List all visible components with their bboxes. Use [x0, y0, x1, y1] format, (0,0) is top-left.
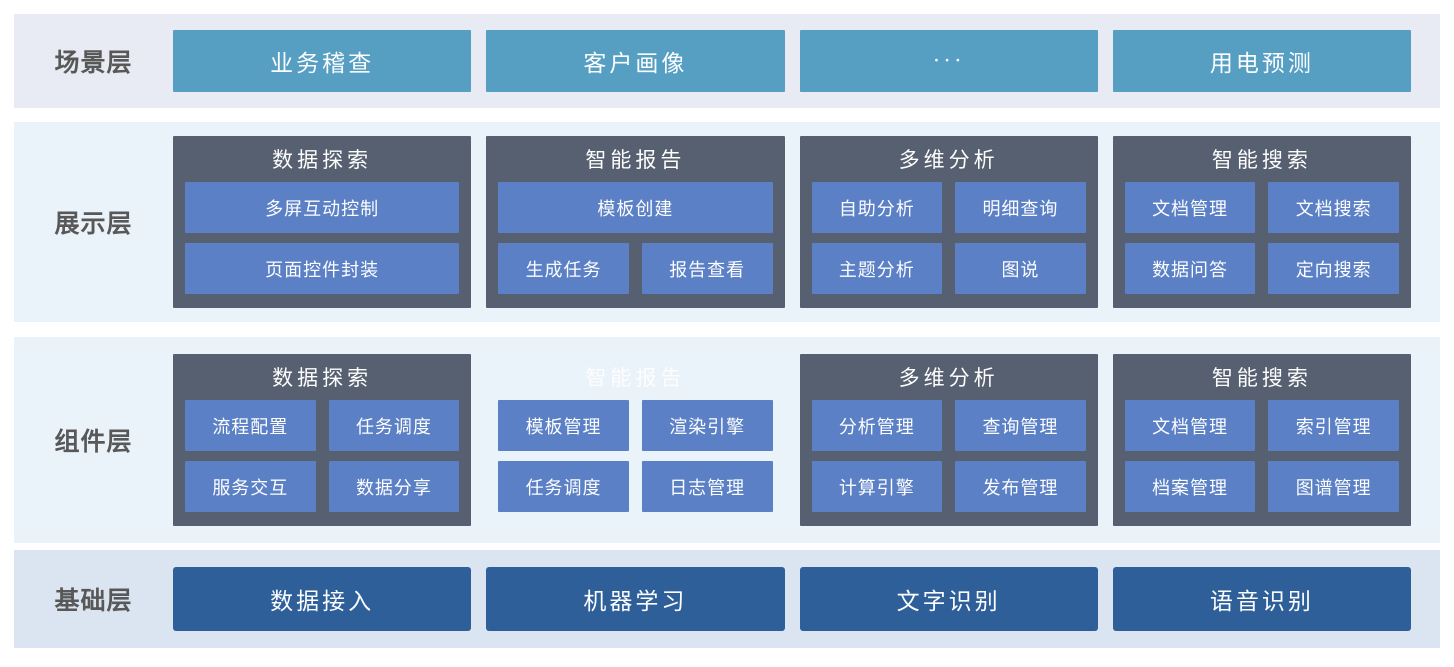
foundation-layer-content: 数据接入 机器学习 文字识别 语音识别 — [173, 567, 1411, 631]
display-group-smart-search: 智能搜索 文档管理 文档搜索 数据问答 定向搜索 — [1112, 136, 1411, 308]
component-group-multidim-analysis: 多维分析 分析管理 查询管理 计算引擎 发布管理 — [799, 354, 1098, 526]
sub-box: 索引管理 — [1268, 400, 1399, 451]
group-title: 数据探索 — [272, 366, 373, 390]
display-group-data-exploration: 数据探索 多屏互动控制 页面控件封装 — [173, 136, 472, 308]
display-group-multidim-analysis: 多维分析 自助分析 明细查询 主题分析 图说 — [799, 136, 1098, 308]
sub-box: 档案管理 — [1124, 461, 1256, 512]
sub-box: 分析管理 — [811, 400, 943, 451]
scene-layer-label: 场景层 — [54, 49, 133, 77]
sub-box: 计算引擎 — [811, 461, 943, 512]
sub-box: 报告查看 — [641, 243, 773, 294]
sub-box: 流程配置 — [185, 400, 316, 451]
group-title: 多维分析 — [898, 366, 999, 390]
scene-box-power-forecast: 用电预测 — [1112, 30, 1411, 92]
sub-box: 文档搜索 — [1268, 182, 1399, 233]
sub-box: 任务调度 — [328, 400, 460, 451]
sub-box: 明细查询 — [955, 182, 1086, 233]
scene-box-business-audit: 业务稽查 — [173, 30, 472, 92]
foundation-box-speech-recognition: 语音识别 — [1112, 567, 1411, 631]
display-layer-content: 数据探索 多屏互动控制 页面控件封装 智能报告 模板创建 — [173, 136, 1411, 308]
sub-box: 数据分享 — [328, 461, 460, 512]
sub-box: 主题分析 — [811, 243, 943, 294]
group-title: 智能搜索 — [1211, 366, 1312, 390]
sub-box: 文档管理 — [1124, 182, 1256, 233]
display-layer-band: 展示层 数据探索 多屏互动控制 页面控件封装 智能报告 模板创建 — [14, 122, 1440, 322]
sub-box: 服务交互 — [185, 461, 316, 512]
group-title: 多维分析 — [898, 148, 999, 172]
component-layer-content: 数据探索 流程配置 任务调度 服务交互 数据分享 智能报告 模板管理 — [173, 354, 1411, 526]
sub-box: 模板管理 — [498, 400, 629, 451]
sub-box: 日志管理 — [641, 461, 773, 512]
sub-box: 任务调度 — [498, 461, 629, 512]
sub-box: 文档管理 — [1124, 400, 1256, 451]
sub-box: 数据问答 — [1124, 243, 1256, 294]
sub-box: 定向搜索 — [1268, 243, 1399, 294]
display-layer-label: 展示层 — [54, 210, 133, 238]
sub-box: 查询管理 — [955, 400, 1086, 451]
component-group-data-exploration: 数据探索 流程配置 任务调度 服务交互 数据分享 — [173, 354, 472, 526]
sub-box: 生成任务 — [498, 243, 629, 294]
foundation-box-machine-learning: 机器学习 — [486, 567, 785, 631]
sub-box: 自助分析 — [811, 182, 943, 233]
group-title: 智能报告 — [585, 148, 686, 172]
group-title: 智能搜索 — [1211, 148, 1312, 172]
sub-box: 模板创建 — [498, 182, 773, 233]
sub-box: 图说 — [955, 243, 1086, 294]
scene-box-ellipsis: ··· — [799, 30, 1098, 92]
scene-layer-content: 业务稽查 客户画像 ··· 用电预测 — [173, 30, 1411, 92]
component-layer-label: 组件层 — [54, 428, 133, 456]
component-group-smart-report: 智能报告 模板管理 渲染引擎 任务调度 日志管理 — [486, 354, 784, 526]
sub-box: 图谱管理 — [1268, 461, 1399, 512]
sub-box: 发布管理 — [955, 461, 1086, 512]
sub-box: 页面控件封装 — [185, 243, 460, 294]
group-title: 数据探索 — [272, 148, 373, 172]
sub-box: 多屏互动控制 — [185, 182, 460, 233]
foundation-layer-label: 基础层 — [54, 587, 133, 615]
foundation-box-data-access: 数据接入 — [173, 567, 472, 631]
scene-layer-band: 场景层 业务稽查 客户画像 ··· 用电预测 — [14, 14, 1440, 108]
group-title: 智能报告 — [585, 366, 686, 390]
foundation-layer-band: 基础层 数据接入 机器学习 文字识别 语音识别 — [14, 550, 1440, 648]
foundation-box-text-recognition: 文字识别 — [799, 567, 1098, 631]
scene-box-customer-profile: 客户画像 — [486, 30, 785, 92]
component-group-smart-search: 智能搜索 文档管理 索引管理 档案管理 图谱管理 — [1112, 354, 1411, 526]
display-group-smart-report: 智能报告 模板创建 生成任务 报告查看 — [486, 136, 785, 308]
sub-box: 渲染引擎 — [641, 400, 773, 451]
component-layer-band: 组件层 数据探索 流程配置 任务调度 服务交互 数据分享 智能报告 — [14, 337, 1440, 543]
